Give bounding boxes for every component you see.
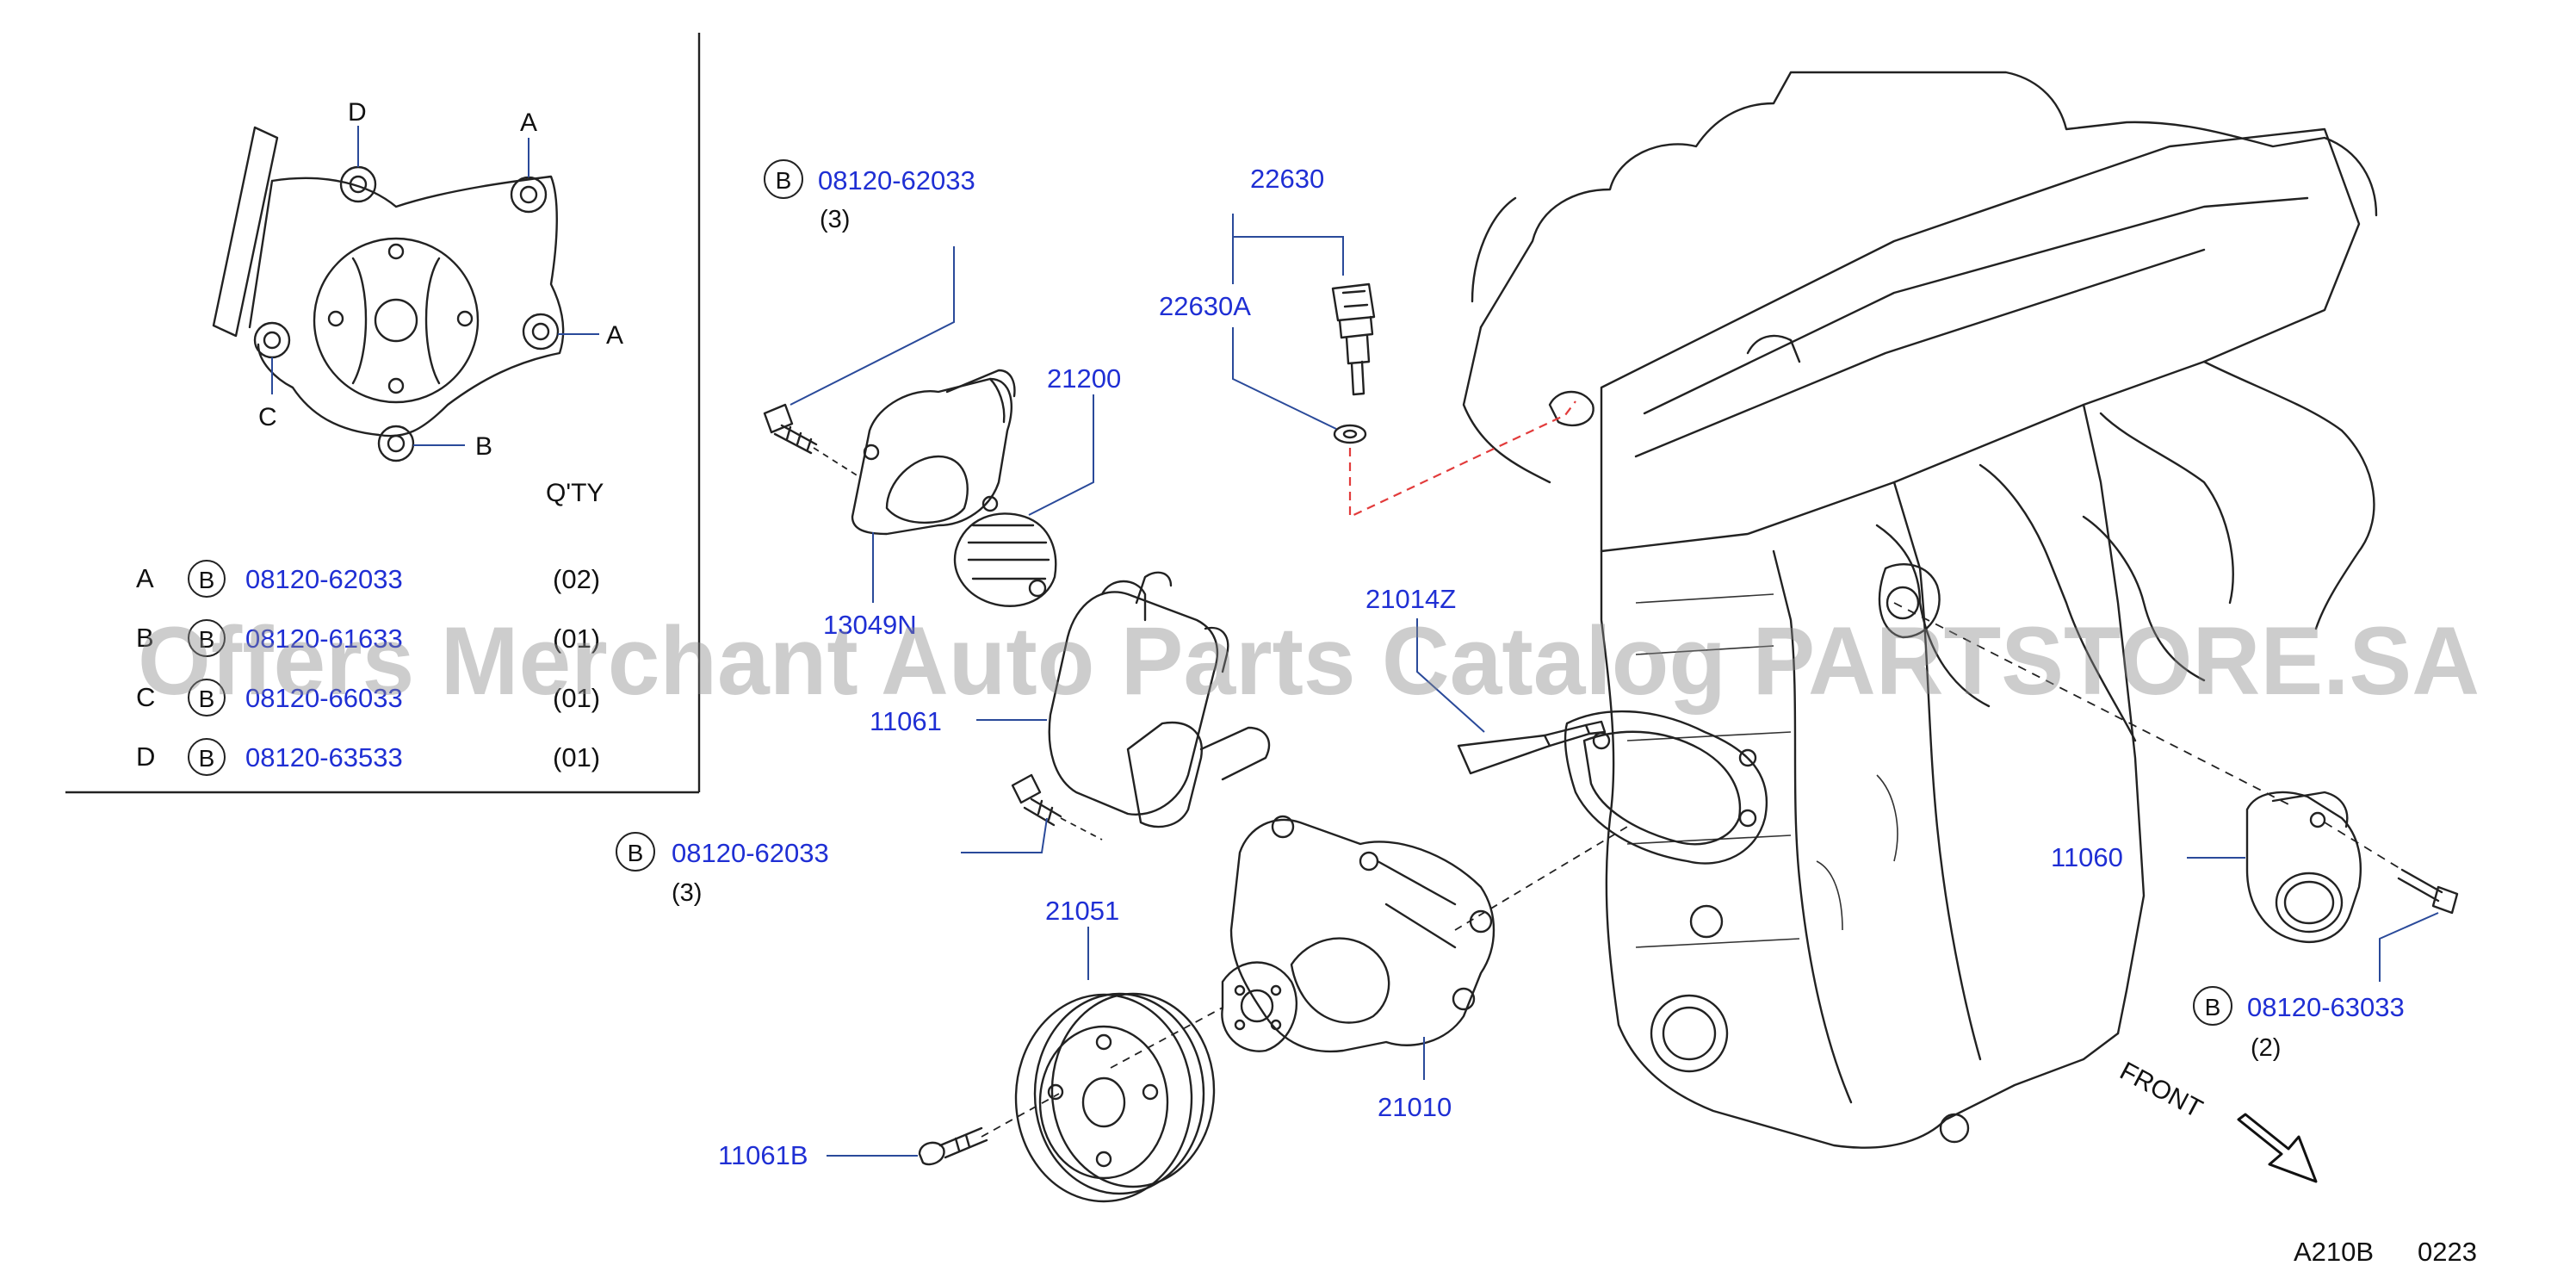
inset-letter-b: B [475,432,492,461]
inset-letter-a-top: A [520,109,537,137]
callout-bolt-mid: B 08120-62033 (3) [616,832,829,907]
inset-panel: D A A C B Q'TY A B 08120-62033 (02) B B … [65,33,701,794]
row-qty: (01) [553,623,600,654]
bolt-marker: B [2205,994,2221,1021]
row-marker: B [199,686,215,712]
part-number-link[interactable]: 11061 [870,706,942,736]
bolt-qty: (3) [672,879,702,907]
row-key: C [136,682,155,712]
row-part-number[interactable]: 08120-63533 [245,742,403,772]
part-number-link[interactable]: 21200 [1047,363,1121,394]
row-marker: B [199,567,215,593]
water-pump [1221,815,1495,1053]
part-number-link[interactable]: 11061B [718,1140,808,1170]
bolt-marker: B [776,167,792,194]
washer-icon [1333,424,1367,444]
qty-heading: Q'TY [546,479,604,507]
row-part-number[interactable]: 08120-62033 [245,564,403,594]
inset-letter-d: D [348,98,367,127]
row-qty: (01) [553,683,600,713]
watermark-text: Offers Merchant Auto Parts Catalog PARTS… [138,607,2480,715]
diagram-number: 0223 [2418,1237,2477,1267]
callout-bolt-right: B 08120-63033 (2) [2193,986,2405,1062]
row-part-number[interactable]: 08120-66033 [245,683,403,713]
qty-row-c: C B 08120-66033 (01) [136,679,600,717]
row-key: D [136,741,155,772]
bolt-top-icon [763,403,818,455]
row-part-number[interactable]: 08120-61633 [245,623,403,654]
water-outlet-housing [851,369,1016,536]
inset-letter-c: C [258,403,277,431]
part-number-link[interactable]: 21051 [1045,896,1119,926]
bolt-marker: B [628,840,644,866]
dashed-install-line [1348,400,1576,518]
row-marker: B [199,626,215,653]
part-number-link[interactable]: 21010 [1378,1092,1452,1122]
thermostat-icon [953,512,1057,607]
row-qty: (02) [553,564,600,594]
bypass-tube-icon [1457,720,1607,775]
bolt-right-icon [2397,868,2459,915]
inset-letter-a-right: A [606,321,623,350]
bolt-qty: (2) [2251,1034,2281,1062]
row-qty: (01) [553,742,600,772]
part-number-link[interactable]: 13049N [823,610,917,640]
inset-pump-outline [212,126,565,462]
pulley-icon [1014,992,1216,1203]
part-number-link[interactable]: 21014Z [1365,584,1456,614]
rear-housing-icon [2245,791,2362,943]
row-key: B [136,623,154,653]
thermostat-housing [1048,571,1271,828]
qty-row-b: B B 08120-61633 (01) [136,619,600,657]
qty-row-a: A B 08120-62033 (02) [136,560,600,598]
callout-bolt-top: B 08120-62033 (3) [764,159,975,233]
diagram-code: A210B [2294,1237,2374,1267]
temperature-sensor-icon [1331,282,1376,396]
part-number-link[interactable]: 08120-62033 [818,165,975,195]
front-arrow-icon [2237,1113,2318,1183]
front-label: FRONT [2115,1057,2208,1124]
row-marker: B [199,745,215,772]
pulley-bolt-icon [918,1126,988,1166]
qty-row-d: D B 08120-63533 (01) [136,738,600,776]
part-number-link[interactable]: 22630 [1250,164,1324,194]
part-number-link[interactable]: 08120-62033 [672,838,829,868]
part-number-link[interactable]: 11060 [2051,842,2123,872]
bolt-qty: (3) [820,206,850,233]
row-key: A [136,563,154,593]
bolt-mid-icon [1011,773,1062,827]
part-number-link[interactable]: 22630A [1159,291,1251,321]
engine-block-drawing [1462,71,2378,1149]
part-number-link[interactable]: 08120-63033 [2247,992,2405,1022]
